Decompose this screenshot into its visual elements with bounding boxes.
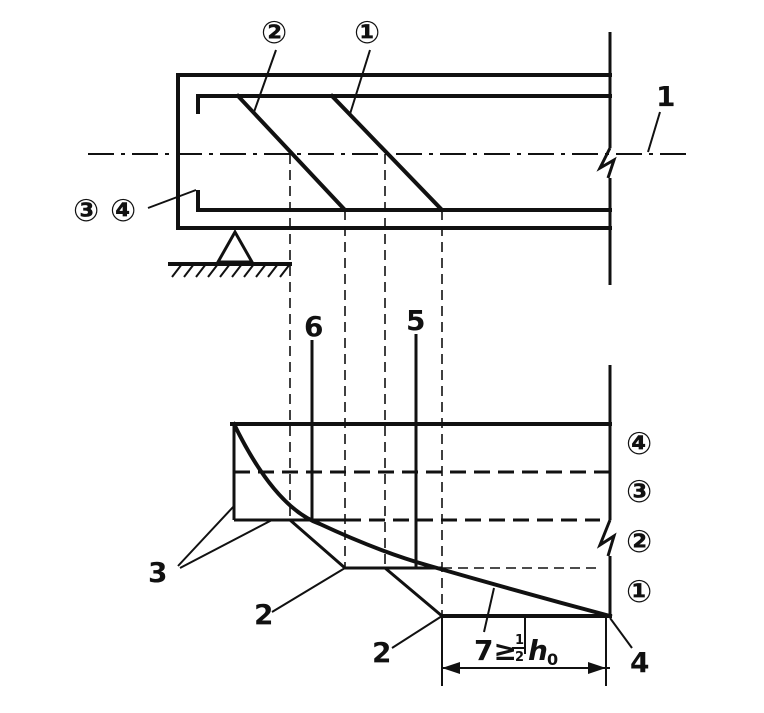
- dimension-arrow-left: [442, 662, 460, 674]
- pin-support: [215, 228, 255, 264]
- material-diagram: 6 5 ④ ③ ② ① 3 2 2 4 7≥ 1 2 h 0: [148, 304, 652, 686]
- label-bar-1: ①: [354, 15, 380, 51]
- label-bars-3-4: ③ ④: [73, 193, 136, 229]
- beam-elevation: ② ① 1 ③ ④: [73, 15, 688, 285]
- label-5: 5: [406, 304, 425, 337]
- label-1: 1: [656, 80, 675, 113]
- label-2b: 2: [372, 636, 391, 669]
- dimension-arrow-right: [588, 662, 606, 674]
- label-2a: 2: [254, 598, 273, 631]
- label-h0: h: [528, 634, 548, 667]
- label-3: 3: [148, 556, 167, 589]
- leader-1: [647, 111, 661, 153]
- leader-bars-3-4: [147, 189, 197, 209]
- label-7-prefix: 7≥: [474, 634, 517, 667]
- projection-lines: [289, 154, 443, 616]
- leader-7: [483, 587, 495, 633]
- leader-bar-1: [349, 49, 371, 115]
- moment-curve: [231, 421, 613, 619]
- label-frac-num: 1: [515, 633, 524, 648]
- ground-hatching: [171, 263, 291, 278]
- leader-2-a: [271, 567, 346, 613]
- label-row-3: ③: [626, 474, 652, 510]
- label-row-1: ①: [626, 574, 652, 610]
- leader-3-b: [179, 519, 273, 569]
- label-frac-den: 2: [515, 650, 524, 665]
- bent-bar-2: [235, 93, 348, 213]
- label-row-4: ④: [626, 426, 652, 462]
- leader-2-b: [391, 615, 443, 649]
- label-6: 6: [304, 310, 323, 343]
- label-row-2: ②: [626, 524, 652, 560]
- leader-4: [609, 617, 633, 649]
- leader-3-a: [177, 505, 235, 567]
- wall-break-mark: [596, 147, 617, 179]
- leader-bar-2: [253, 49, 277, 113]
- label-bar-2: ②: [261, 15, 287, 51]
- label-h0-sub: 0: [547, 650, 558, 669]
- diagram-wall-break: [596, 519, 617, 557]
- label-4: 4: [630, 646, 649, 679]
